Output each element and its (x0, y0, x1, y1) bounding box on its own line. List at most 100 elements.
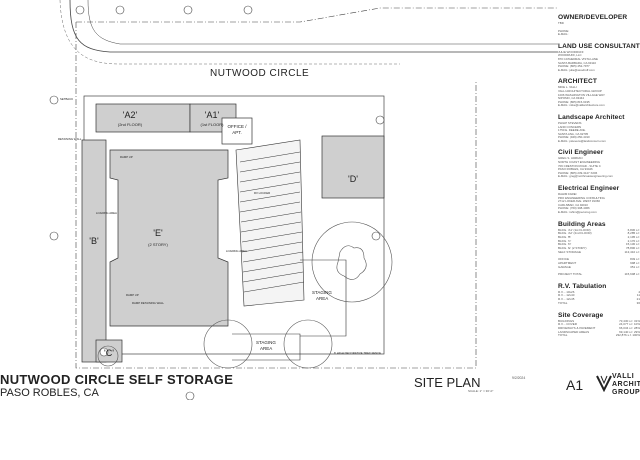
note-fence: 6' HIGH DECORATIVE TREX FENCE (334, 351, 381, 355)
architect-line: MIKE L. VALLI (558, 85, 577, 90)
land-use-heading: LAND USE CONSULTANT (558, 42, 640, 50)
coverage-row: BUILDINGS 73,430 s.f. 31% (558, 318, 640, 324)
coverage-value: 69,140 s.f. 29% (619, 329, 640, 334)
street-name: NUTWOOD CIRCLE (210, 68, 309, 79)
civil-line: PASO ROBLES, CA 93446 (558, 167, 593, 172)
electrical-line: PRO ENGINEERING CONSULTING (558, 195, 605, 200)
rv-heading: R.V. Tabulation (558, 282, 607, 290)
site-plan-drawing: NUTWOOD CIRCLE 'A2' (2nd FLOOR) 'A1' (1s… (49, 0, 558, 400)
building-area-label: APARTMENT (558, 260, 577, 265)
building-area-label: BLDG. 'A2' (2nd FLOOR) (558, 231, 592, 236)
landscape-heading: Landscape Architect (558, 113, 625, 121)
building-area-label: BLDG. 'B' (558, 235, 571, 239)
rv-locker-stalls (235, 139, 305, 307)
landscape-line: PHILIP STEVENS (558, 120, 582, 125)
land-use-line: PHONE: (805) 452-7977 (558, 64, 590, 69)
coverage-value: 73,430 s.f. 31% (619, 318, 640, 323)
building-c (95, 339, 123, 363)
building-b (81, 139, 107, 363)
note-ramp-retaining: RAMP RETAINING WALL (132, 301, 165, 305)
land-use-line: 870 CATHEDRAL VISTA LANE (558, 56, 598, 61)
note-ramp-1: RAMP UP (120, 155, 133, 159)
coverage-row: LANDSCAPED AREAS 69,140 s.f. 29% (558, 329, 640, 335)
landscape-line: LAND CONCERN (558, 124, 582, 129)
civil-line: 706 CRESTON ROAD - SUITE C (558, 163, 601, 168)
civil-line: PHONE: (805) 239-3127 X206 (558, 170, 598, 175)
note-setback: SETBACK (60, 97, 73, 101)
coverage-value: 24,077 s.f. 10% (619, 322, 640, 327)
building-area-label: BLDG. 'E' (2 STORY) (558, 246, 587, 251)
building-area-row: BLDG. 'E' (2 STORY)78,800 s.f. (558, 246, 640, 251)
owner-line: E-MAIL: (558, 32, 569, 37)
building-area-value: 8,285 s.f. (627, 231, 640, 236)
land-use-line: JULIE WOODRUFF (558, 49, 584, 54)
architect-line: E-MAIL: mike@valliarchitecture.com (558, 103, 605, 108)
civil-line: GREG S. JARDAN (558, 156, 583, 161)
sheet-scale: SCALE: 1" = 30'-0" (468, 389, 494, 393)
architect-heading: ARCHITECT (558, 78, 597, 86)
staging-area-outline (300, 259, 347, 337)
owner-heading: OWNER/DEVELOPER (558, 14, 628, 21)
land-use-line: WOODRUFF, LLC (558, 53, 582, 58)
building-areas-table: BLDG. 'A1' (1st FLOOR)6,830 s.f.BLDG. 'A… (558, 227, 640, 277)
building-area-row: BLDG. 'C'2,170 s.f. (558, 238, 640, 244)
bldg-e-label: 'E' (153, 228, 163, 238)
civil-line: NORTH COAST ENGINEERING (558, 160, 600, 165)
property-line (76, 7, 558, 23)
building-area-label: BLDG. 'C' (558, 238, 572, 243)
civil-heading: Civil Engineer (558, 149, 604, 157)
coverage-label: LANDSCAPED AREAS (558, 329, 590, 334)
electrical-heading: Electrical Engineer (558, 185, 620, 193)
rv-value: 11 (636, 293, 640, 298)
firm-logo-icon (596, 375, 612, 392)
note-retaining: RETAINING WALL (58, 137, 82, 141)
street-curb-south (87, 0, 558, 45)
coverage-label: TOTAL (558, 333, 568, 338)
building-area-row: BLDG. 'D' 15,130 s.f. (558, 243, 640, 247)
staging-label-2: STAGING (256, 340, 276, 345)
title-block: OWNER/DEVELOPER TBD PHONE: E-MAIL: LAND … (558, 0, 640, 392)
building-area-value: 115,608 s.f. (624, 272, 640, 277)
staging-label-2b: AREA (260, 346, 272, 351)
note-rv: RV LOCKER (254, 191, 270, 195)
bldg-d-label: 'D' (348, 174, 358, 184)
owner-line: TBD (558, 21, 564, 25)
landscape-line: E-MAIL: pstevens@landconcern.com (558, 138, 606, 143)
landscape-line: 1750 E. DEERE AVE. (558, 128, 586, 133)
sheet-number: A1 (566, 377, 584, 393)
bldg-a2-label: 'A2' (123, 110, 138, 120)
building-area-value: 6,830 s.f. (627, 227, 640, 232)
note-loading-2: LOADING AREA (226, 249, 247, 253)
architect-line: 1006 WASHINGTON VILLAGE WAY (558, 92, 605, 97)
coverage-label: BUILDINGS (558, 318, 575, 323)
building-area-row: BLDG. 'A1' (1st FLOOR) 6,830 s.f. (558, 227, 640, 233)
coverage-value: 66,034 s.f. 28% (619, 325, 640, 330)
electrical-line: 2712 LOKER AVE. WEST #1066 (558, 199, 600, 204)
landscape-line: SANTA ANA, CA 92705 (558, 131, 589, 136)
electrical-line: RAHIM FAREI (558, 192, 577, 197)
architect-line: NIPOMO, CA 93444 (558, 96, 585, 101)
coverage-value: 232,876 s.f. 100% (615, 333, 640, 338)
rv-label: TOTAL (558, 300, 568, 305)
bldg-b-label: 'B' (89, 236, 99, 246)
building-area-value: 998 s.f. (630, 260, 640, 265)
building-area-label: BLDG. 'A1' (1st FLOOR) (558, 227, 591, 232)
rv-value: 36 (636, 300, 640, 305)
building-area-label: BLDG. 'D' (558, 242, 572, 247)
building-area-row: BLDG. 'A2' (2nd FLOOR) 8,285 s.f. (558, 232, 640, 236)
building-area-value: 15,130 s.f. (625, 242, 640, 247)
bldg-c-label: 'C' (104, 348, 114, 358)
sheet-title: SITE PLAN (414, 375, 481, 390)
bldg-a1-label: 'A1' (205, 110, 220, 120)
land-use-line: SANTA BARBARA, CA 93110 (558, 60, 596, 65)
landscape-line: PHONE: (949) 250-4310 (558, 135, 590, 140)
rv-value: 21 (636, 297, 640, 302)
building-a2 (95, 103, 191, 133)
project-city: PASO ROBLES, CA (0, 387, 99, 399)
electrical-line: E-MAIL: rahim@peconsg.com (558, 210, 597, 214)
